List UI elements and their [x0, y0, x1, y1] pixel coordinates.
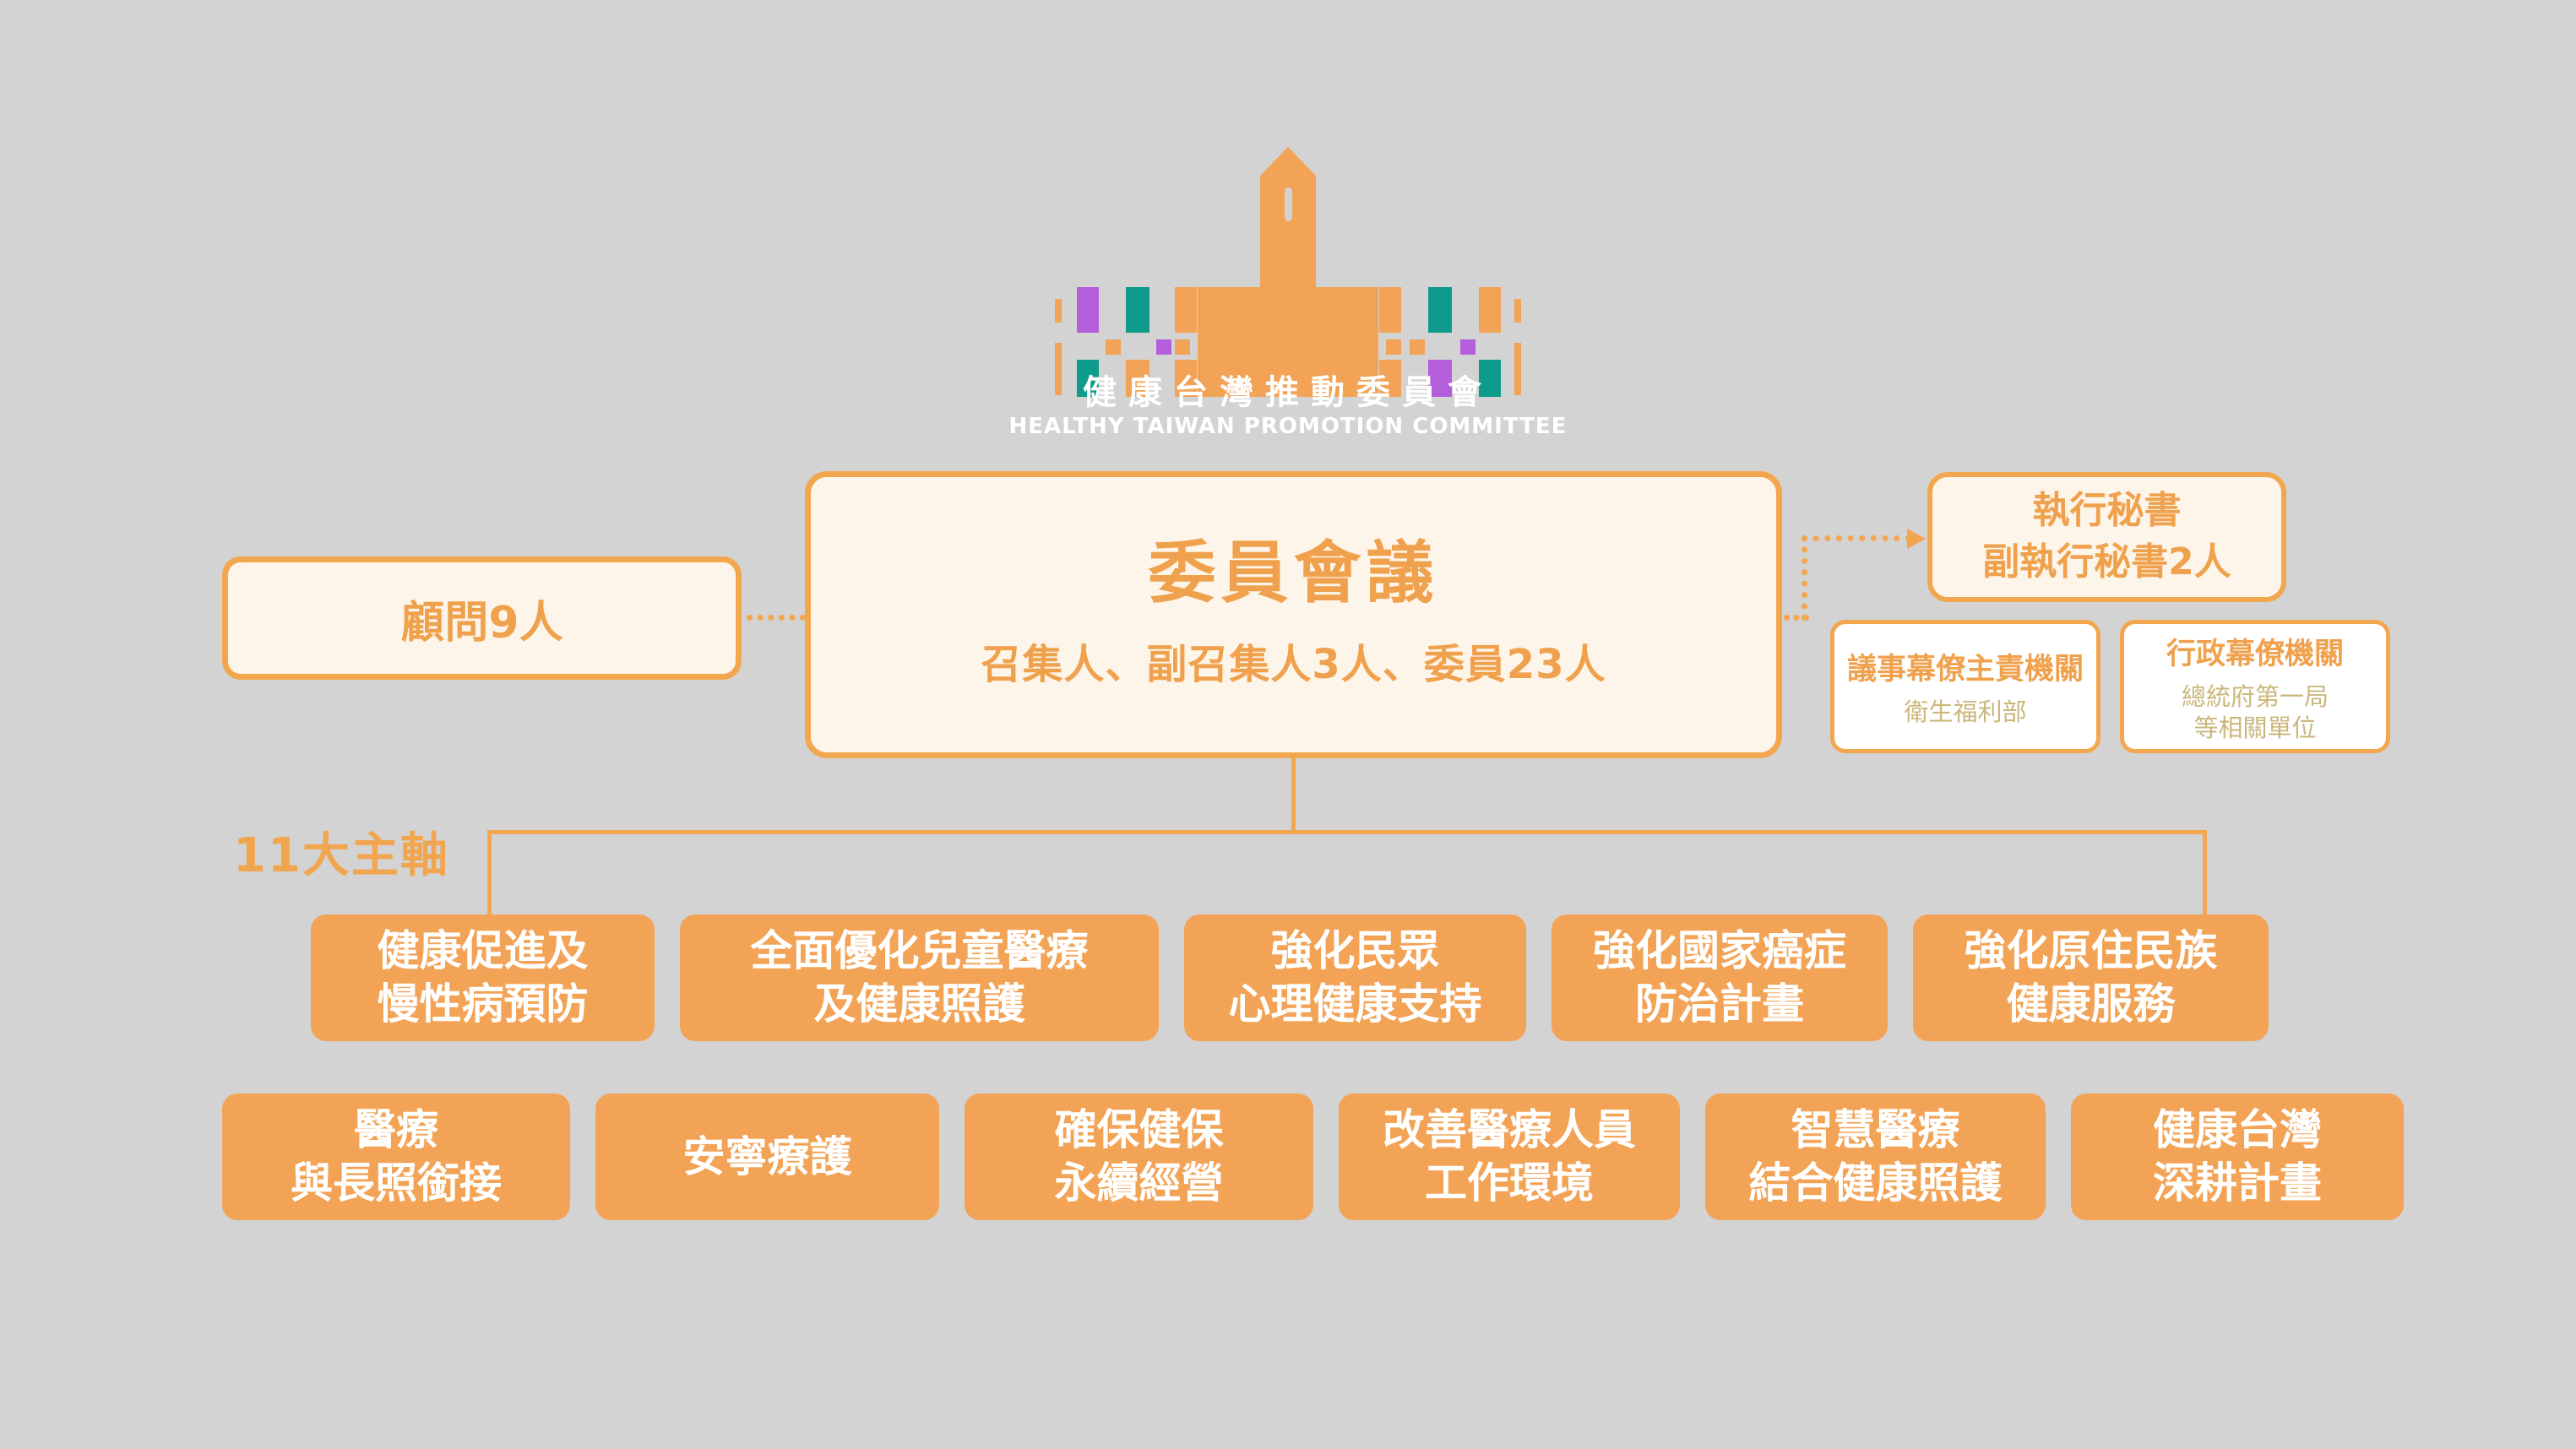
advisor-dotted-link: [747, 615, 806, 621]
secretary-dotted-segment-2: [1802, 535, 1807, 621]
axis-box-nhi-sustainability: 確保健保 永續經營: [965, 1094, 1313, 1220]
logo-title-en: HEALTHY TAIWAN PROMOTION COMMITTEE: [1008, 414, 1568, 439]
axis-box-national-cancer-plan: 強化國家癌症 防治計畫: [1552, 914, 1888, 1041]
axis-box-indigenous-health: 強化原住民族 健康服務: [1913, 914, 2269, 1041]
committee-subtitle: 召集人、副召集人3人、委員23人: [981, 641, 1606, 688]
building-logo-icon: [1055, 147, 1521, 397]
logo-title-zh: 健康台灣推動委員會: [1083, 373, 1493, 412]
committee-meeting-box: 委員會議 召集人、副召集人3人、委員23人: [805, 471, 1782, 758]
advisor-box: 顧問9人: [222, 556, 742, 680]
secretary-dotted-segment-1: [1784, 615, 1809, 621]
axis-box-deep-cultivation: 健康台灣 深耕計畫: [2071, 1094, 2404, 1220]
proceedings-staff-title: 議事幕僚主責機關: [1846, 653, 2084, 687]
axis-box-health-promotion: 健康促進及 慢性病預防: [311, 914, 655, 1041]
administrative-staff-title: 行政幕僚機關: [2166, 638, 2344, 672]
secretary-dotted-segment-3: [1802, 535, 1911, 541]
connector-stem: [1291, 757, 1296, 832]
axis-box-work-environment: 改善醫療人員 工作環境: [1339, 1094, 1680, 1220]
committee-title: 委員會議: [1148, 534, 1439, 612]
proceedings-staff-subtitle: 衛生福利部: [1904, 697, 2027, 727]
axis-box-smart-healthcare: 智慧醫療 結合健康照護: [1705, 1094, 2046, 1220]
axis-box-child-medical-care: 全面優化兒童醫療 及健康照護: [680, 914, 1159, 1041]
advisor-label: 顧問9人: [400, 597, 563, 649]
axes-count-label: 11大主軸: [233, 828, 449, 883]
axis-box-longterm-care-link: 醫療 與長照銜接: [222, 1094, 570, 1220]
administrative-staff-subtitle: 總統府第一局 等相關單位: [2181, 682, 2329, 742]
proceedings-staff-agency-box: 議事幕僚主責機關 衛生福利部: [1830, 620, 2100, 753]
administrative-staff-agency-box: 行政幕僚機關 總統府第一局 等相關單位: [2120, 620, 2390, 753]
executive-secretary-label: 執行秘書 副執行秘書2人: [1982, 489, 2231, 583]
axis-box-mental-health-support: 強化民眾 心理健康支持: [1184, 914, 1526, 1041]
connector-drop-left: [487, 830, 492, 916]
connector-rail: [487, 830, 2207, 834]
connector-drop-right: [2203, 830, 2207, 916]
executive-secretary-box: 執行秘書 副執行秘書2人: [1927, 472, 2286, 602]
axis-box-hospice-care: 安寧療護: [595, 1094, 939, 1220]
arrow-right-icon: [1907, 529, 1926, 549]
